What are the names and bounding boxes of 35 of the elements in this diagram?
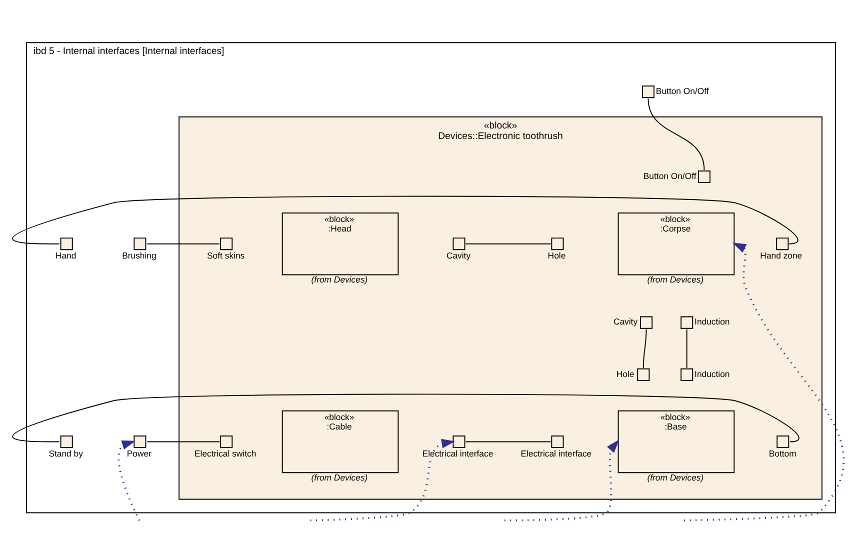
connector (12, 394, 800, 442)
node-label: Cavity (446, 250, 471, 261)
node-label: (from Devices) (647, 472, 704, 483)
node-label: (from Devices) (311, 472, 368, 483)
connector (146, 243, 220, 244)
node-label: Button On/Off (643, 170, 696, 181)
arrow (118, 440, 140, 521)
node-label: Soft skins (207, 250, 245, 261)
node-label: (from Devices) (311, 274, 368, 285)
connector (146, 441, 220, 442)
node-label: Electrical interface (422, 448, 494, 458)
node-label: Hole (616, 368, 634, 379)
node-label: Power (126, 448, 152, 458)
connector (642, 328, 647, 368)
node-label: Hole (548, 250, 566, 261)
connector (12, 196, 798, 244)
node-label: Induction (694, 316, 730, 327)
node-label: Brushing (122, 250, 156, 261)
connector (465, 243, 552, 244)
node-label: Stand by (48, 448, 83, 458)
node-label: Electrical interface (520, 448, 592, 458)
node-label: Cavity (613, 316, 638, 327)
arrow (504, 440, 620, 522)
arrow (310, 438, 456, 522)
connector (648, 98, 705, 170)
node-label: (from Devices) (647, 274, 704, 285)
connector (686, 328, 688, 368)
node-label: Hand (55, 250, 76, 261)
node-label: Hand zone (760, 250, 802, 261)
arrow (684, 242, 844, 522)
node-label: Bottom (768, 448, 796, 458)
node-label: Button On/Off (656, 86, 709, 96)
connector (465, 441, 552, 442)
node-label: Electrical switch (194, 448, 256, 458)
node-label: Induction (694, 368, 730, 379)
